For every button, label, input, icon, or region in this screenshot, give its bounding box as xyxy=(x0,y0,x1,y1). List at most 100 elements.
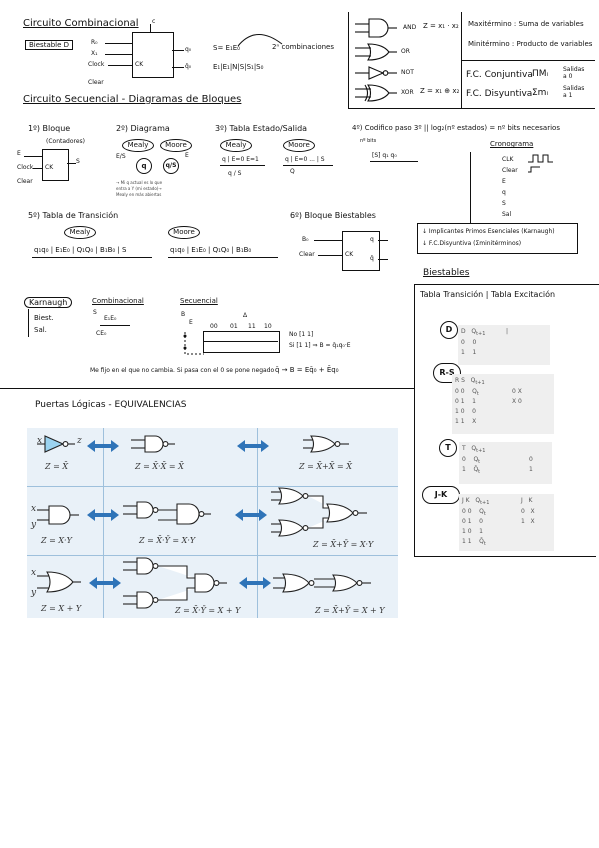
cronograma-signals: CLK Clear E q S Sal xyxy=(502,154,518,220)
biestable-jk-table: J K Qt+1 0 0 Qt 0 1 0 1 0 1 1 1 Q̄t J K … xyxy=(459,494,554,551)
karnaugh-col-10: 10 xyxy=(264,323,272,330)
step2-e-label: E xyxy=(185,152,189,159)
crono-q: q xyxy=(502,189,506,196)
or-label: OR xyxy=(401,48,410,55)
step2-mealy-oval: Mealy xyxy=(122,139,154,152)
fc-disyuntiva: F.C. Disyuntiva xyxy=(466,89,533,99)
eq-not-2: Z = X̄·X̄ = X̄ xyxy=(135,462,184,471)
karnaugh-comb-title: Combinacional xyxy=(92,297,144,305)
step5-label: 5º) Tabla de Transición xyxy=(28,211,119,220)
minterm-definition: Minitérmino : Producto de variables xyxy=(468,40,593,48)
eq-not-1: Z = X̄ xyxy=(45,462,69,471)
step3-label: 3º) Tabla Estado/Salida xyxy=(215,124,308,133)
step2-label: 2º) Diagrama xyxy=(116,124,170,133)
step3-moore-header: q | E=0 ... | S xyxy=(285,156,325,163)
salidas-a-1: Salidas a 1 xyxy=(563,85,585,99)
crono-clk: CLK xyxy=(502,156,514,163)
method-line-2: ↓ F.C.Disyuntiva (Σminitérminos) xyxy=(422,240,522,247)
step5-moore-header: q₁q₀ | E₁E₀ | Q₁Q₀ | B₁B₀ xyxy=(170,246,252,254)
biestable-jk-circle: J-K xyxy=(422,486,460,504)
eq-var-x-1: x xyxy=(37,436,43,446)
eq-or-3: Z = X̄+Ȳ = X + Y xyxy=(315,606,385,615)
step1-note: (Contadores) xyxy=(46,138,86,145)
karnaugh-col-01: 01 xyxy=(230,323,238,330)
step4-row: [S] q₁ q₀ xyxy=(372,152,397,159)
crono-e: E xyxy=(502,178,506,185)
pin-ck-label: CK xyxy=(135,61,144,68)
karnaugh-comb-row: E₁E₀ xyxy=(104,315,117,322)
input-x-label: X₁ xyxy=(91,50,98,57)
biestable-t-table: T Qt+1 0 Qt 1 Q̄t 0 1 xyxy=(459,442,552,484)
karnaugh-col-11: 11 xyxy=(248,323,256,330)
combinational-eq-s: S= E₁E₀ xyxy=(213,44,240,52)
eq-and-1: Z = X·Y xyxy=(41,536,72,545)
step1-e-label: E xyxy=(17,150,21,157)
step2-note-3: Mealy en más abiertas xyxy=(116,192,162,197)
karnaugh-col-00: 00 xyxy=(210,323,218,330)
combinational-eq-row: E₁|E₁|N|S|S₁|S₀ xyxy=(213,63,264,71)
step6-q-label: q xyxy=(370,236,374,243)
cronograma-title: Cronograma xyxy=(490,140,534,148)
karnaugh-footer: Me fijo en el que no cambia. Si pasa con… xyxy=(90,367,275,374)
karnaugh-seq-b: B xyxy=(181,311,186,318)
eq-var-x-2: x xyxy=(31,504,37,514)
eq-or-1: Z = X + Y xyxy=(41,604,82,613)
and-equation: Z = x₁ · x₂ xyxy=(423,22,459,30)
step6-ck-label: CK xyxy=(345,251,354,258)
step4-label: 4º) Codifico paso 3º || log₂(nº estados)… xyxy=(352,124,560,132)
crono-sal: Sal xyxy=(502,211,512,218)
step1-label: 1º) Bloque xyxy=(28,124,71,133)
eq-or-2: Z = X̄·Ȳ = X + Y xyxy=(175,606,241,615)
step5-mealy-header: q₁q₀ | E₁E₀ | Q₁Q₀ | B₁B₀ | S xyxy=(34,246,127,254)
biestable-rs-circle: R-S xyxy=(433,363,461,383)
step1-s-label: S xyxy=(76,158,80,165)
step6-qbar-label: q̄ xyxy=(370,255,374,262)
step5-mealy-oval: Mealy xyxy=(64,226,96,239)
salidas-a-0: Salidas a 0 xyxy=(563,66,585,80)
not-label: NOT xyxy=(401,69,414,76)
step1-ck-label: CK xyxy=(45,164,54,171)
karnaugh-seq-e: E xyxy=(189,319,193,326)
product-maxterms: ΠMᵢ xyxy=(532,69,549,79)
step6-label: 6º) Bloque Biestables xyxy=(290,211,376,220)
output-q-label: q₀ xyxy=(185,46,192,53)
clock-waveform xyxy=(528,154,553,173)
biestable-rs-table: R S Qt+1 0 0 Qt 0 1 1 1 0 0 1 1 X 0 X X … xyxy=(452,374,554,434)
biestable-t-circle: T xyxy=(439,439,457,457)
ref-divider-mid xyxy=(461,12,462,109)
ref-divider-bottom xyxy=(348,108,595,109)
equivalences-panel: x z Z = X̄ Z = X̄·X̄ = X̄ Z = X̄+X̄ = X̄… xyxy=(27,428,398,618)
crono-clear: Clear xyxy=(502,167,518,174)
step2-moore-oval: Moore xyxy=(160,139,192,152)
eq-var-y-3: y xyxy=(31,588,37,598)
ref-divider-left xyxy=(348,12,349,109)
step3-mealy-row: q / S xyxy=(228,170,242,177)
eq-var-y-2: y xyxy=(31,520,37,530)
karnaugh-seq-title: Secuencial xyxy=(180,297,218,305)
step3-moore-row: Q xyxy=(290,168,295,175)
sequential-title: Circuito Secuencial - Diagramas de Bloqu… xyxy=(23,94,242,105)
equivalences-title: Puertas Lógicas - EQUIVALENCIAS xyxy=(35,400,187,410)
output-qbar-label: q̄₀ xyxy=(185,63,192,70)
xor-label: XOR xyxy=(401,89,414,96)
karnaugh-biest: Biest. xyxy=(34,314,54,322)
step1-block xyxy=(42,149,69,181)
step2-state-qs: q/S xyxy=(163,158,179,174)
eq-and-3: Z = X̄+Ȳ = X·Y xyxy=(313,540,374,549)
step2-note-2: entra a Y (mi estado)→ xyxy=(116,186,162,191)
step5-moore-oval: Moore xyxy=(168,226,200,239)
combinations-note: 2ⁿ combinaciones xyxy=(272,43,334,51)
step2-es-label: E/S xyxy=(116,153,126,160)
combinational-title: Circuito Combinacional xyxy=(23,18,139,29)
cronograma-divider xyxy=(470,152,471,224)
step6-clear-label: Clear xyxy=(299,251,315,258)
and-label: AND xyxy=(403,24,417,31)
step3-mealy-header: q | E=0 E=1 xyxy=(222,156,259,163)
biestable-d-tag: Biestable D xyxy=(25,40,74,50)
karnaugh-wiring xyxy=(183,332,204,355)
biestables-title: Biestables xyxy=(423,268,470,278)
step6-flipflop-block xyxy=(342,231,380,271)
combination-arc xyxy=(237,34,283,47)
combinational-block xyxy=(132,32,174,78)
fc-conjuntiva: F.C. Conjuntiva xyxy=(466,70,533,80)
